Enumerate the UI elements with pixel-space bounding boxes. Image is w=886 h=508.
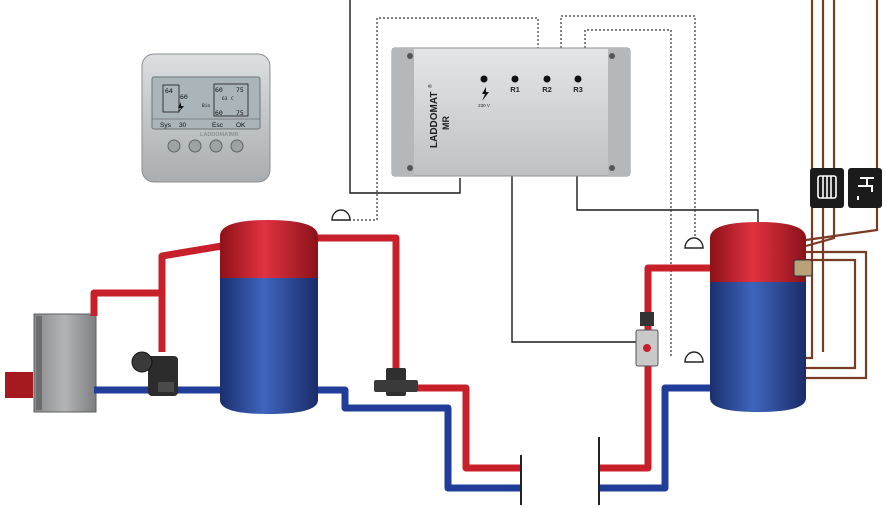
tank-heater-element (793, 259, 813, 277)
controller-model: MR (441, 116, 451, 130)
sensor-wire-1 (376, 17, 539, 220)
controller-brand: LADDOMAT (429, 92, 440, 148)
panel-button-1[interactable] (167, 139, 181, 153)
sensor-right-bottom (684, 351, 704, 363)
display-right-bottom-a: 60 (215, 109, 223, 117)
display-panel: 64 60 60 75 63 C 60 75 Bio Sys 30 Esc OK… (141, 53, 271, 183)
softkey-sys-label: Sys (160, 122, 172, 129)
pipe-tank-bottom (318, 386, 520, 492)
display-left-top: 64 (165, 87, 173, 95)
relay-r1-label: R1 (510, 85, 520, 94)
sensor-wire-2 (560, 15, 696, 240)
pipe-boiler-supply (90, 242, 223, 316)
tap-consumer (848, 168, 882, 208)
accumulator-tank-left (220, 220, 318, 414)
wire-pump-sensor (511, 175, 640, 343)
panel-button-4[interactable] (230, 139, 244, 153)
controller-brand-mark: ® (427, 84, 434, 88)
display-screen (162, 83, 249, 117)
display-right-bottom-b: 75 (236, 109, 244, 117)
pipe-from-gap-cold (600, 384, 712, 492)
power-voltage-label: 230 V (478, 103, 490, 108)
water-tap-icon (857, 177, 874, 200)
led-power (480, 75, 488, 83)
display-right-top-a: 60 (215, 86, 223, 94)
sensor-right-top (684, 237, 704, 249)
controller-mr: 230 V R1 R2 R3 LADDOMAT ® MR (391, 47, 631, 177)
led-r3 (574, 75, 582, 83)
softkey-ok-label: OK (236, 122, 246, 129)
laddomat-unit (131, 351, 178, 396)
hot-water-tank-right (710, 222, 806, 412)
radiator-consumer (810, 168, 844, 208)
hot-pipes (90, 234, 712, 472)
wire-left-top (349, 0, 461, 194)
pipe-to-gap-hot (396, 384, 520, 472)
tee-valve (374, 368, 418, 396)
display-right-unit: C (231, 96, 234, 102)
display-flame-icon (178, 102, 184, 113)
panel-brand: LADDOMAT (200, 132, 232, 138)
pipe-from-gap-hot (600, 264, 712, 472)
panel-model: MR (230, 132, 239, 138)
pipe-break (520, 437, 600, 505)
relay-r2-label: R2 (542, 85, 552, 94)
panel-button-2[interactable] (188, 139, 202, 153)
sensor-left-tank (331, 209, 351, 221)
radiator-icon (817, 175, 837, 199)
display-right-top-b: 75 (236, 86, 244, 94)
circulation-pump (635, 312, 659, 367)
led-r1 (511, 75, 519, 83)
softkey-esc-label: Esc (212, 122, 224, 129)
display-center-label: Bio (202, 103, 210, 109)
power-icon (482, 87, 489, 101)
panel-button-3[interactable] (209, 139, 223, 153)
softkey-30-label: 30 (179, 122, 187, 129)
sensor-wiring (337, 15, 696, 356)
relay-r3-label: R3 (573, 85, 583, 94)
display-left-bottom: 60 (180, 93, 188, 101)
temperature-sensors (331, 209, 704, 363)
led-r2 (543, 75, 551, 83)
wood-boiler (5, 313, 97, 413)
sensor-wire-3 (584, 29, 672, 356)
cold-pipes (94, 384, 712, 492)
pipe-tank-top-out (318, 234, 400, 372)
display-right-mid: 63 (222, 96, 228, 102)
